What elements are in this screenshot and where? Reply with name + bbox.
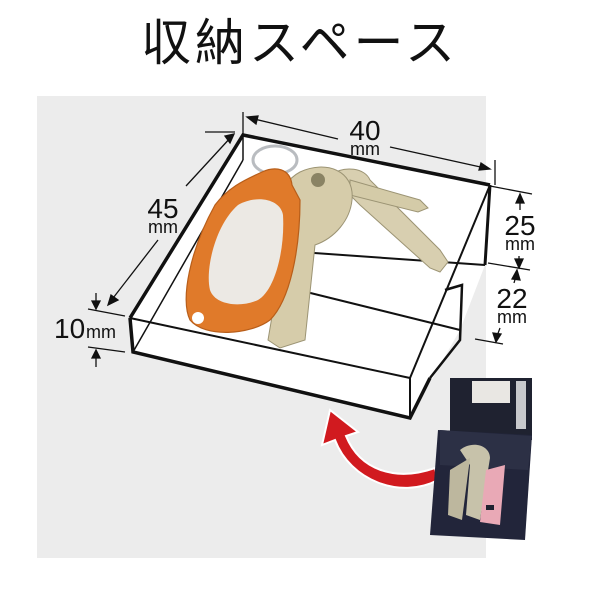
lower-height-value: 22 [496, 283, 527, 314]
lower-height-unit: mm [497, 307, 527, 327]
base-height-unit: mm [86, 322, 116, 342]
depth-unit: mm [148, 217, 178, 237]
depth-value: 45 [147, 193, 178, 224]
upper-height-unit: mm [505, 234, 535, 254]
page-title: 収納スペース [141, 14, 459, 72]
base-height-value: 10 [54, 313, 85, 344]
width-unit: mm [350, 139, 380, 159]
width-value: 40 [349, 115, 380, 146]
upper-height-value: 25 [504, 210, 535, 241]
keys-illustration [185, 144, 449, 349]
dimension-lines [87, 112, 533, 367]
red-arrow-icon [320, 408, 440, 489]
key-case-photo [430, 378, 532, 540]
